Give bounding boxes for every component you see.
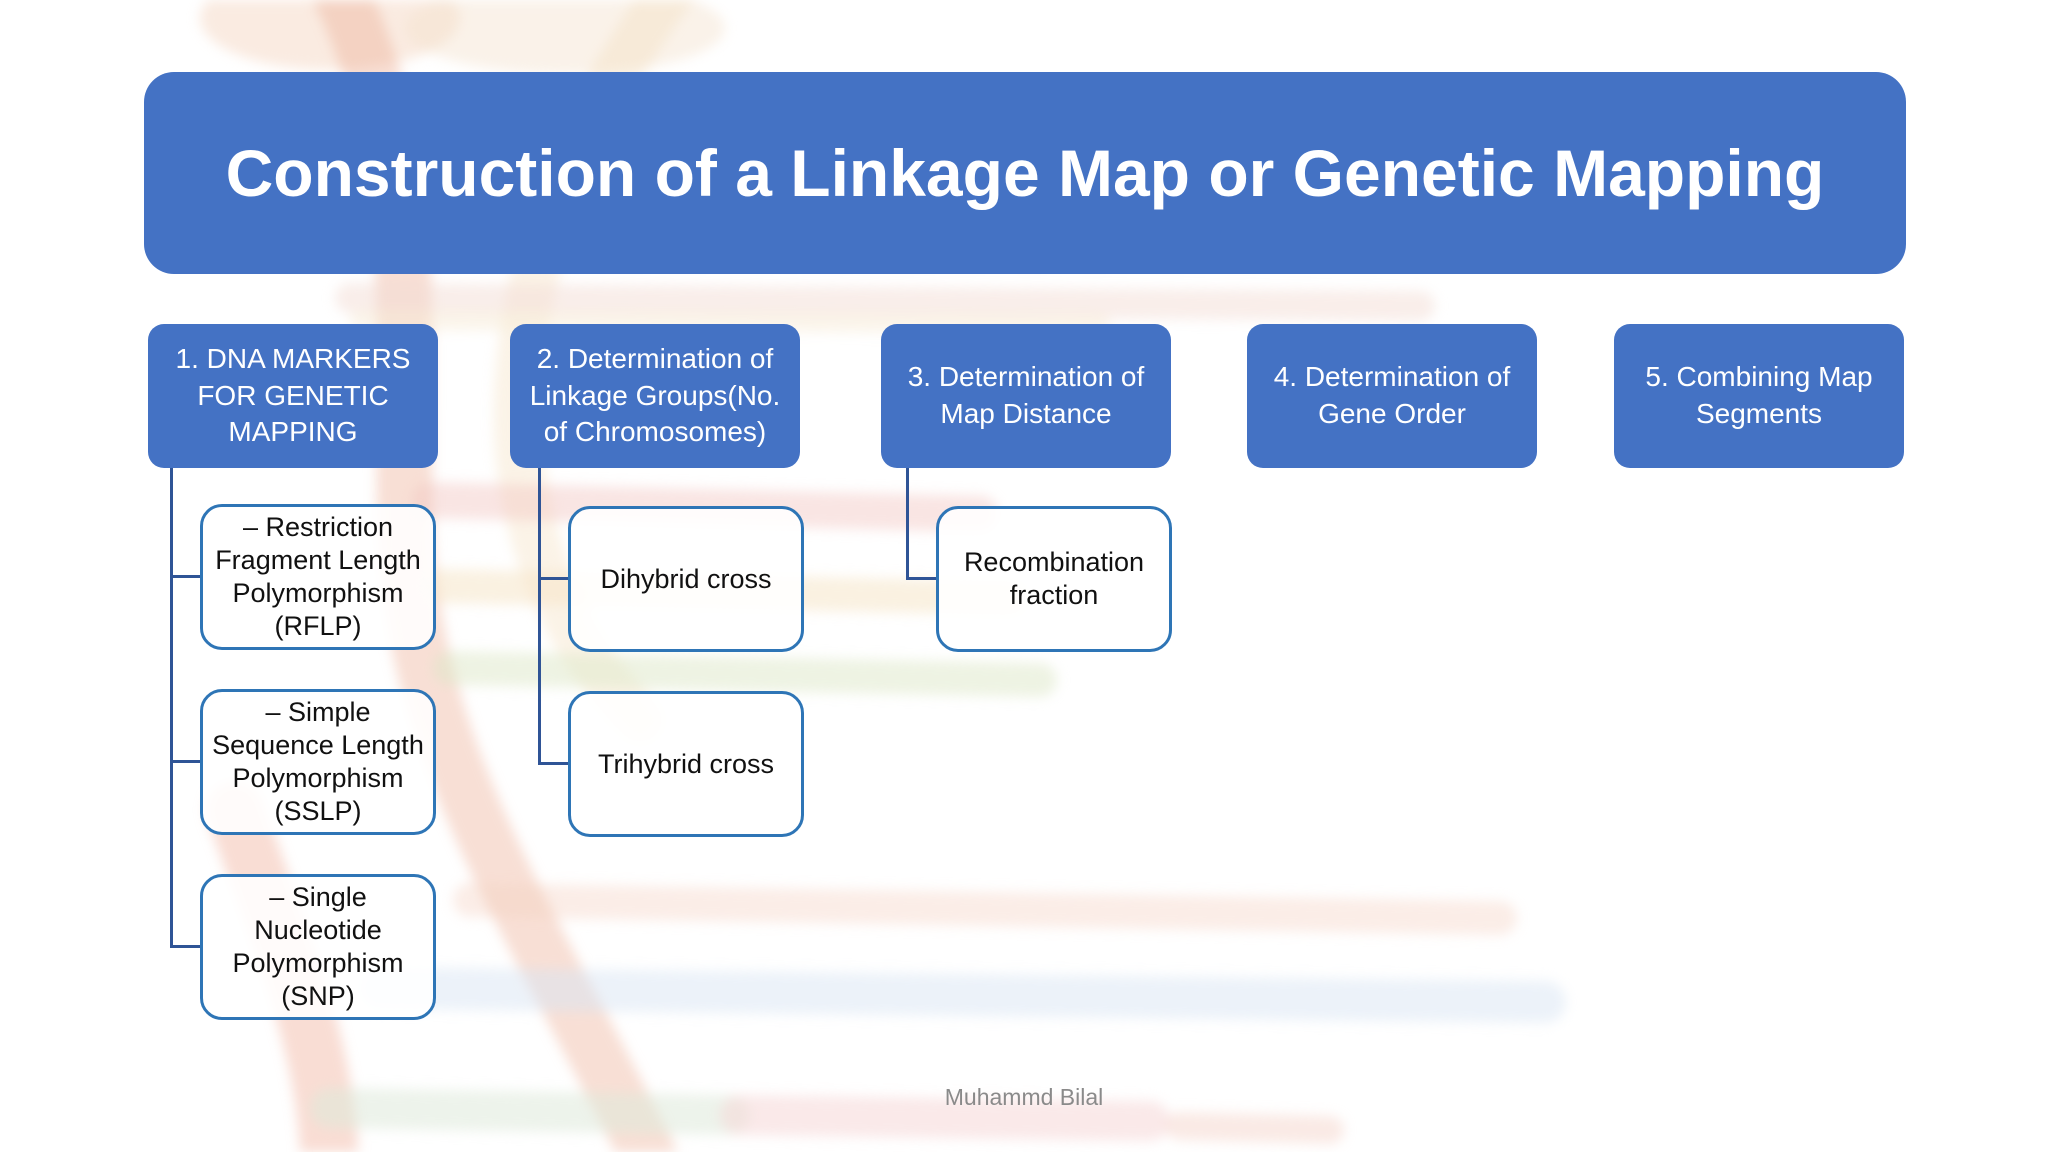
child-box-trihybrid-cross: Trihybrid cross: [568, 691, 804, 837]
connector-stage2-dihybrid: [538, 577, 568, 580]
stage-box-linkage-groups: 2. Determination of Linkage Groups(No. o…: [510, 324, 800, 468]
child-box-recombination-fraction: Recombination fraction: [936, 506, 1172, 652]
connector-stage1-sslp: [170, 760, 200, 763]
child-box-sslp: – Simple Sequence Length Polymorphism (S…: [200, 689, 436, 835]
stage-box-gene-order: 4. Determination of Gene Order: [1247, 324, 1537, 468]
stage-box-map-distance: 3. Determination of Map Distance: [881, 324, 1171, 468]
connector-stage2-vertical: [538, 468, 541, 765]
slide-title: Construction of a Linkage Map or Genetic…: [225, 136, 1825, 210]
child-box-rflp: – Restriction Fragment Length Polymorphi…: [200, 504, 436, 650]
connector-stage2-trihybrid: [538, 762, 568, 765]
child-box-snp: – Single Nucleotide Polymorphism (SNP): [200, 874, 436, 1020]
stage-box-dna-markers: 1. DNA MARKERS FOR GENETIC MAPPING: [148, 324, 438, 468]
connector-stage3-vertical: [906, 468, 909, 580]
stage-box-combining-segments: 5. Combining Map Segments: [1614, 324, 1904, 468]
connector-stage1-snp: [170, 945, 200, 948]
author-credit: Muhammd Bilal: [944, 1084, 1104, 1110]
title-banner: Construction of a Linkage Map or Genetic…: [144, 72, 1906, 274]
child-box-dihybrid-cross: Dihybrid cross: [568, 506, 804, 652]
connector-stage3-recombination: [906, 577, 936, 580]
connector-stage1-vertical: [170, 468, 173, 948]
connector-stage1-rflp: [170, 575, 200, 578]
